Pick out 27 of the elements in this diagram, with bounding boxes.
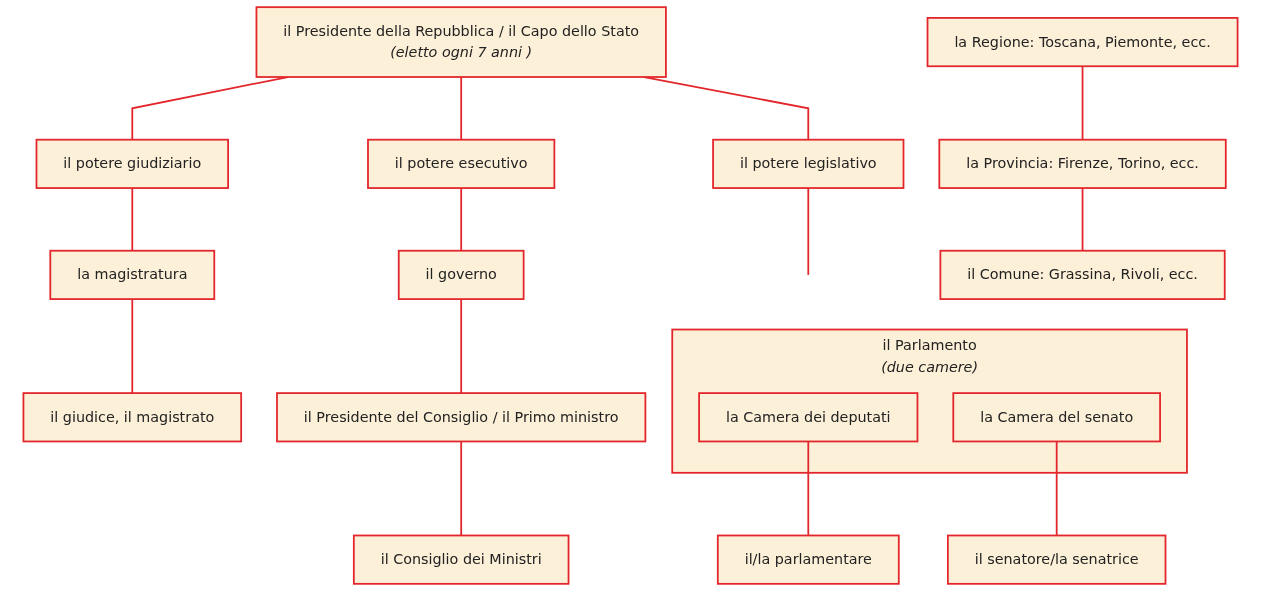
connector bbox=[807, 440, 810, 537]
connector bbox=[1081, 65, 1084, 141]
node-box: la Camera del senato bbox=[952, 392, 1161, 443]
connector bbox=[1055, 440, 1058, 537]
node-box: il potere legislativo bbox=[712, 138, 905, 189]
node-box: la magistratura bbox=[49, 249, 216, 300]
node-box: la Provincia: Firenze, Torino, ecc. bbox=[938, 138, 1227, 189]
connector bbox=[460, 76, 463, 141]
connector bbox=[1081, 187, 1084, 252]
node-box: il Presidente del Consiglio / il Primo ministro bbox=[276, 392, 647, 443]
node-box: la Regione: Toscana, Piemonte, ecc. bbox=[926, 17, 1239, 68]
connector bbox=[807, 187, 810, 276]
connector bbox=[460, 187, 463, 252]
node-box: il/la parlamentare bbox=[716, 534, 900, 585]
connector bbox=[460, 298, 463, 394]
connector bbox=[460, 440, 463, 537]
connector bbox=[131, 298, 134, 394]
node-box: il governo bbox=[397, 249, 525, 300]
node-box: il senatore/la senatrice bbox=[946, 534, 1167, 585]
node-box: il potere giudiziario bbox=[35, 138, 229, 189]
connector bbox=[131, 187, 134, 252]
node-box: il Comune: Grassina, Rivoli, ecc. bbox=[939, 249, 1226, 300]
node-box: il Presidente della Repubblica / il Capo dello Stato (eletto ogni 7 anni ) bbox=[255, 6, 667, 78]
node-box: il Consiglio dei Ministri bbox=[352, 534, 570, 585]
node-box: il giudice, il magistrato bbox=[22, 392, 243, 443]
node-box: il potere esecutivo bbox=[367, 138, 556, 189]
node-box: la Camera dei deputati bbox=[698, 392, 919, 443]
